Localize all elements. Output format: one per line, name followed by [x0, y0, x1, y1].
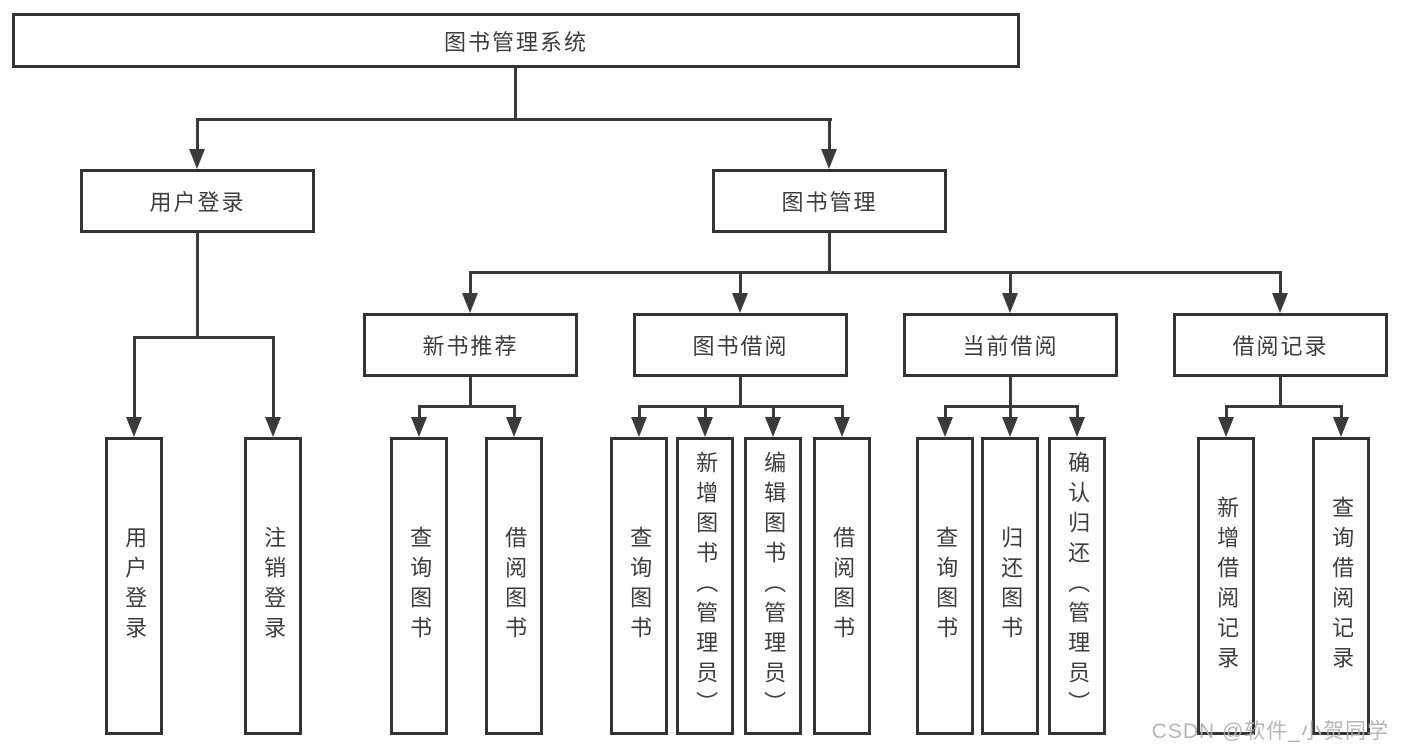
connector-leaf-stem	[772, 407, 775, 418]
connector-book-management-stem	[828, 233, 831, 274]
leaf-query-books-borrow: 查询图书	[610, 437, 668, 735]
arrow-to-leaf-borrow-books-recommend	[506, 417, 522, 437]
node-new-book-recommend-label: 新书推荐	[422, 334, 519, 359]
connector-leaf-stem	[1340, 407, 1343, 418]
arrow-to-leaf-query-books-borrow	[631, 417, 647, 437]
leaf-logout: 注销登录	[244, 437, 302, 735]
connector-current-borrow-hbar	[944, 405, 1079, 408]
arrow-to-borrow-records	[1272, 293, 1288, 313]
arrow-to-leaf-add-book-admin	[697, 417, 713, 437]
leaf-query-books-current: 查询图书	[916, 437, 974, 735]
leaf-return-book-label: 归还图书	[998, 526, 1024, 646]
leaf-logout-label: 注销登录	[261, 526, 287, 646]
node-book-management: 图书管理	[712, 169, 947, 233]
arrow-to-book-borrow	[732, 293, 748, 313]
leaf-query-books-borrow-label: 查询图书	[627, 526, 653, 646]
leaf-confirm-return-admin-label: 确认归还（管理员）	[1065, 451, 1091, 721]
node-root: 图书管理系统	[12, 13, 1020, 68]
arrow-to-current-borrow	[1002, 293, 1018, 313]
arrow-to-leaf-add-borrow-record	[1218, 417, 1234, 437]
connector-user-login-hbar	[133, 336, 275, 339]
leaf-edit-book-admin: 编辑图书（管理员）	[744, 437, 802, 735]
node-book-borrow: 图书借阅	[633, 313, 848, 377]
arrow-to-leaf-query-books-recommend	[411, 417, 427, 437]
connector-book-borrow-stem	[739, 377, 742, 408]
connector-to-leaf-logout-stem	[272, 337, 275, 418]
connector-new-book-recommend-stem	[469, 377, 472, 408]
connector-book-borrow-hbar	[638, 405, 844, 408]
node-current-borrow-label: 当前借阅	[962, 334, 1059, 359]
leaf-query-books-recommend: 查询图书	[390, 437, 448, 735]
connector-to-book-management-stem	[828, 120, 831, 151]
connector-leaf-stem	[1076, 407, 1079, 418]
leaf-confirm-return-admin: 确认归还（管理员）	[1048, 437, 1106, 735]
node-borrow-records-label: 借阅记录	[1232, 334, 1329, 359]
connector-leaf-stem	[704, 407, 707, 418]
connector-book-management-hbar	[469, 271, 1282, 274]
connector-leaf-stem	[1225, 407, 1228, 418]
connector-borrow-records-stem	[1279, 377, 1282, 408]
leaf-query-borrow-record-label: 查询借阅记录	[1329, 496, 1355, 676]
leaf-user-login-label: 用户登录	[122, 526, 148, 646]
arrow-to-leaf-return-book	[1002, 417, 1018, 437]
leaf-add-borrow-record-label: 新增借阅记录	[1214, 496, 1240, 676]
node-root-label: 图书管理系统	[443, 29, 588, 55]
connector-to-leaf-user-login-stem	[133, 337, 136, 418]
node-user-login-label: 用户登录	[149, 190, 246, 215]
arrow-to-leaf-confirm-return-admin	[1069, 417, 1085, 437]
connector-new-book-recommend-hbar	[418, 405, 516, 408]
arrow-to-leaf-borrow-books	[834, 417, 850, 437]
leaf-query-borrow-record: 查询借阅记录	[1312, 437, 1370, 735]
leaf-borrow-books: 借阅图书	[813, 437, 871, 735]
connector-to-user-login-stem	[196, 120, 199, 151]
leaf-add-borrow-record: 新增借阅记录	[1197, 437, 1255, 735]
connector-leaf-stem	[418, 407, 421, 418]
node-user-login: 用户登录	[80, 169, 315, 233]
node-current-borrow: 当前借阅	[903, 313, 1118, 377]
arrow-to-leaf-query-books-current	[937, 417, 953, 437]
node-borrow-records: 借阅记录	[1173, 313, 1388, 377]
connector-leaf-stem	[513, 407, 516, 418]
node-book-management-label: 图书管理	[781, 190, 878, 215]
csdn-watermark: CSDN @软件_小贺同学	[1151, 720, 1389, 743]
connector-to-book-borrow-stem	[739, 273, 742, 294]
leaf-query-books-recommend-label: 查询图书	[407, 526, 433, 646]
leaf-add-book-admin-label: 新增图书（管理员）	[693, 451, 719, 721]
connector-to-current-borrow-stem	[1009, 273, 1012, 294]
arrow-to-book-management	[821, 149, 837, 169]
arrow-to-user-login	[189, 149, 205, 169]
arrow-to-leaf-logout	[265, 417, 281, 437]
leaf-edit-book-admin-label: 编辑图书（管理员）	[761, 451, 787, 721]
leaf-borrow-books-label: 借阅图书	[830, 526, 856, 646]
leaf-borrow-books-recommend: 借阅图书	[485, 437, 543, 735]
arrow-to-new-book-recommend	[462, 293, 478, 313]
node-book-borrow-label: 图书借阅	[692, 334, 789, 359]
connector-current-borrow-stem	[1009, 377, 1012, 408]
connector-root-hbar	[196, 118, 832, 121]
connector-leaf-stem	[841, 407, 844, 418]
node-new-book-recommend: 新书推荐	[363, 313, 578, 377]
arrow-to-leaf-edit-book-admin	[765, 417, 781, 437]
connector-root-stem	[514, 68, 517, 120]
leaf-borrow-books-recommend-label: 借阅图书	[502, 526, 528, 646]
arrow-to-leaf-query-borrow-record	[1333, 417, 1349, 437]
connector-leaf-stem	[944, 407, 947, 418]
leaf-user-login: 用户登录	[105, 437, 163, 735]
leaf-add-book-admin: 新增图书（管理员）	[676, 437, 734, 735]
connector-leaf-stem	[1009, 407, 1012, 418]
leaf-return-book: 归还图书	[981, 437, 1039, 735]
connector-to-borrow-records-stem	[1279, 273, 1282, 294]
connector-user-login-stem	[196, 233, 199, 338]
leaf-query-books-current-label: 查询图书	[933, 526, 959, 646]
connector-to-new-book-recommend-stem	[469, 273, 472, 294]
arrow-to-leaf-user-login	[126, 417, 142, 437]
connector-leaf-stem	[638, 407, 641, 418]
connector-borrow-records-hbar	[1225, 405, 1343, 408]
